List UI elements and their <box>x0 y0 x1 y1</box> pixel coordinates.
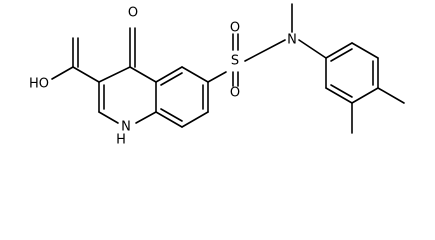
dimethylphenyl-ring-bonds <box>325 42 405 134</box>
atom-label-oxo: O <box>128 6 138 21</box>
atom-label-sulfur: S <box>231 54 239 69</box>
bond-ar1-ar2 <box>325 42 353 59</box>
bond-s-n <box>244 39 286 62</box>
atom-label-hydroxyl: HO <box>29 77 49 92</box>
bond-ar4-ar5 <box>351 87 379 104</box>
bond-c4a-c5 <box>155 66 183 83</box>
sulfonamide-bonds <box>207 3 327 87</box>
atom-label-ring-h: H <box>116 133 126 148</box>
bond-c8-c8a-double <box>160 108 183 122</box>
bond-c4a-c5-double <box>160 72 183 86</box>
bond-c3-ccooh <box>72 66 100 83</box>
atom-label-sulfonyl-o-bottom: O <box>230 86 240 101</box>
bond-c3-c4 <box>98 66 131 83</box>
bond-c6-s <box>207 71 227 83</box>
bond-c8a-n1 <box>135 111 157 124</box>
atom-label-ring-n: N <box>121 120 131 135</box>
bond-ar4-methyl <box>377 87 405 104</box>
bond-ar1-ar2-double <box>330 48 353 62</box>
molecule-structure-diagram: O HO S O O N N H <box>29 3 405 148</box>
carbonyl-bonds <box>51 27 136 83</box>
bond-n1-c2 <box>98 111 119 124</box>
bond-c4-c4a <box>129 66 157 83</box>
bond-n-aryl <box>298 39 327 59</box>
bond-ccooh-oh <box>51 66 74 80</box>
bond-ar5-ar6-double <box>330 84 353 98</box>
bond-c8-c8a <box>155 111 183 128</box>
bond-ar5-ar6 <box>325 87 353 104</box>
bond-c5-c6 <box>181 66 209 83</box>
atom-label-sulfonyl-o-top: O <box>230 21 240 36</box>
benzo-ring-bonds <box>155 66 209 128</box>
pyridinone-ring-bonds <box>98 66 157 124</box>
bond-ar2-ar3 <box>351 42 379 59</box>
atom-labels: O HO S O O N N H <box>29 6 297 148</box>
atom-label-amine-n: N <box>287 33 297 48</box>
bond-c7-c8 <box>181 111 209 128</box>
